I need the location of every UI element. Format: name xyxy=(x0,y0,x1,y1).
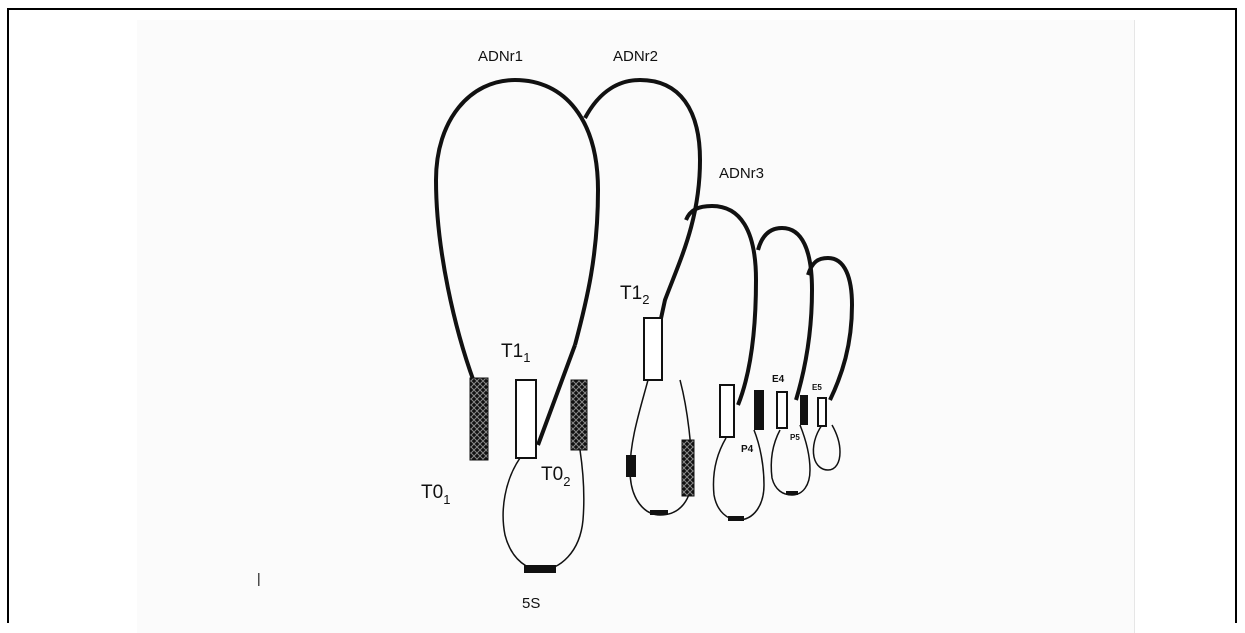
transcript-loop-3 xyxy=(714,430,765,520)
block-r5 xyxy=(800,395,808,425)
label-t0-1: T01 xyxy=(421,482,450,507)
adnr2-loop xyxy=(538,80,700,445)
label-t0-2: T02 xyxy=(541,464,570,489)
t1-2-box xyxy=(644,318,662,380)
label-t1-1: T11 xyxy=(501,341,530,365)
label-e5: E5 xyxy=(812,383,822,392)
t1-box-6 xyxy=(818,398,826,426)
t1-1-box xyxy=(516,380,536,458)
block-r4 xyxy=(754,390,764,430)
label-adnr2: ADNr2 xyxy=(613,48,658,65)
label-t1-2: T12 xyxy=(620,283,649,307)
adnr3-loop xyxy=(686,206,756,405)
t0-1-block xyxy=(470,378,488,460)
block-r3-a xyxy=(626,455,636,477)
t1-box-4 xyxy=(720,385,734,437)
fives-bar xyxy=(524,565,556,573)
transcript-loop-5 xyxy=(813,425,840,470)
bar-r4 xyxy=(728,516,744,521)
block-r3-b xyxy=(682,440,694,496)
label-adnr3: ADNr3 xyxy=(719,165,764,182)
label-p5: P5 xyxy=(790,433,800,442)
stray-mark: | xyxy=(257,570,261,586)
adnr1-loop xyxy=(436,80,598,382)
t1-box-5 xyxy=(777,392,787,428)
label-5s: 5S xyxy=(522,595,540,612)
label-e4: E4 xyxy=(772,374,785,385)
loop-4 xyxy=(758,228,812,400)
label-adnr1: ADNr1 xyxy=(478,48,523,65)
label-p4: P4 xyxy=(741,444,754,455)
loop-5 xyxy=(808,258,852,400)
bar-r5 xyxy=(786,491,798,495)
t0-2-block xyxy=(571,380,587,450)
bar-r3 xyxy=(650,510,668,515)
